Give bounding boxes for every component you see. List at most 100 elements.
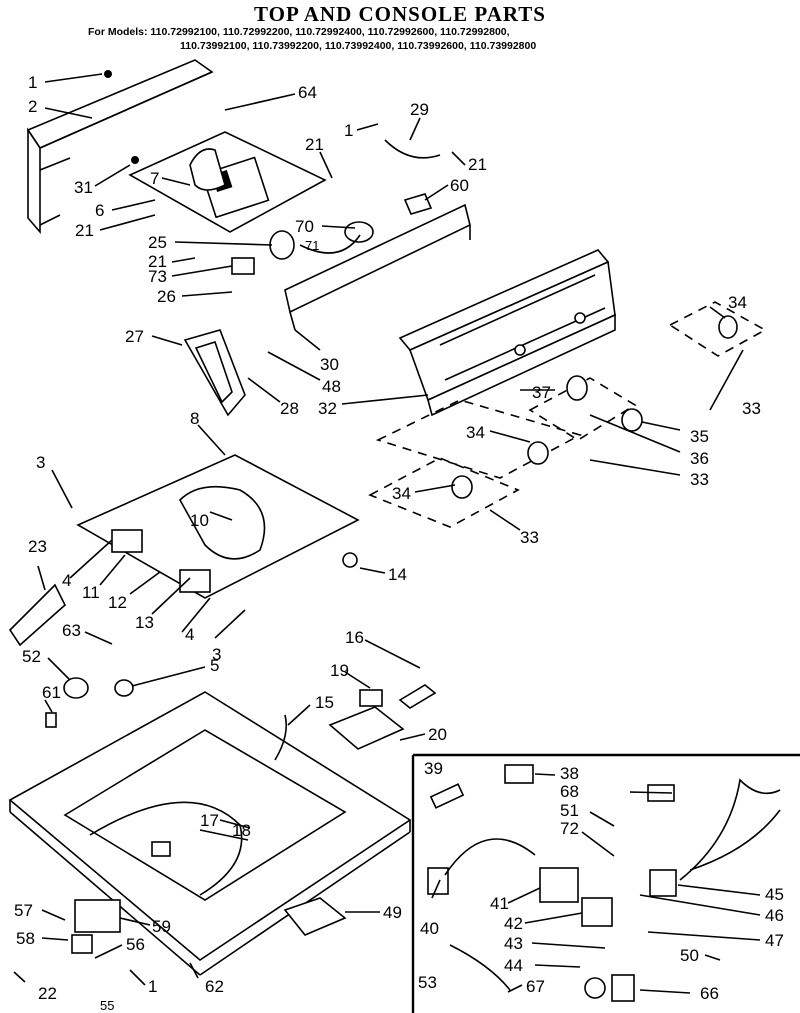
callout-18: 18 [232,821,251,840]
callout-71: 71 [305,238,319,253]
callout-46: 46 [765,906,784,925]
top-cover-plate [76,454,360,599]
callout-66: 66 [700,984,719,1003]
callout-23: 23 [28,537,47,556]
callout-31: 31 [74,178,93,197]
callout-22: 22 [38,984,57,1003]
callout-labels: 1 2 64 1 29 21 21 60 31 7 6 21 70 71 25 … [14,73,784,1013]
callout-20: 20 [428,725,447,744]
tilt-bracket [183,329,246,417]
knob-group [368,301,767,528]
callout-51: 51 [560,801,579,820]
callout-32: 32 [318,399,337,418]
model-numbers-1: 110.72992100, 110.72992200, 110.72992400… [150,26,510,38]
callout-6: 6 [95,201,104,220]
callout-17: 17 [200,811,219,830]
callout-21: 21 [305,135,324,154]
callout-58: 58 [16,929,35,948]
callout-21: 21 [148,252,167,271]
model-numbers-2: 110.73992100, 110.73992200, 110.73992400… [180,40,537,52]
callout-35: 35 [690,427,709,446]
diagram-title: TOP AND CONSOLE PARTS [254,2,546,26]
callout-1: 1 [344,121,353,140]
callout-4: 4 [185,625,194,644]
screw-icon [131,156,139,164]
callout-33: 33 [742,399,761,418]
callout-50: 50 [680,946,699,965]
callout-70: 70 [295,217,314,236]
callout-29: 29 [410,100,429,119]
lid-hinge-assembly [8,583,134,728]
callout-40: 40 [420,919,439,938]
washer-top-main-frame [8,691,412,976]
callout-13: 13 [135,613,154,632]
callout-21: 21 [468,155,487,174]
callout-28: 28 [280,399,299,418]
callout-43: 43 [504,934,523,953]
front-small-parts [71,841,347,954]
callout-63: 63 [62,621,81,640]
callout-45: 45 [765,885,784,904]
callout-53: 53 [418,973,437,992]
callout-55: 55 [100,998,114,1013]
callout-14: 14 [388,565,407,584]
callout-1: 1 [28,73,37,92]
callout-7: 7 [150,169,159,188]
callout-26: 26 [157,287,176,306]
callout-34: 34 [728,293,747,312]
timer-mount-bracket [128,131,327,233]
console-back-panel [26,59,214,235]
callout-15: 15 [315,693,334,712]
callout-52: 52 [22,647,41,666]
model-prefix: For Models: [88,26,148,38]
wiring-harness-inset [411,753,800,1013]
console-rail-assembly [231,139,471,331]
callout-1: 1 [148,977,157,996]
callout-39: 39 [424,759,443,778]
callout-3: 3 [212,645,221,664]
callout-61: 61 [42,683,61,702]
callout-25: 25 [148,233,167,252]
callout-5: 5 [210,656,219,675]
model-list-line-1: For Models: 110.72992100, 110.72992200, … [88,26,510,38]
callout-64: 64 [298,83,317,102]
callout-72: 72 [560,819,579,838]
screw-icon [104,70,112,78]
callout-33: 33 [520,528,539,547]
callout-49: 49 [383,903,402,922]
callout-48: 48 [322,377,341,396]
callout-30: 30 [320,355,339,374]
control-panel-console [398,249,616,417]
callout-41: 41 [490,894,509,913]
callout-16: 16 [345,628,364,647]
callout-4: 4 [62,571,71,590]
callout-62: 62 [205,977,224,996]
callout-34: 34 [466,423,485,442]
callout-36: 36 [690,449,709,468]
callout-44: 44 [504,956,523,975]
callout-33: 33 [690,470,709,489]
callout-12: 12 [108,593,127,612]
callout-47: 47 [765,931,784,950]
callout-8: 8 [190,409,199,428]
callout-21: 21 [75,221,94,240]
callout-67: 67 [526,977,545,996]
leader-lines [13,73,761,994]
model-list-line-2: 110.73992100, 110.73992200, 110.73992400… [180,40,536,52]
callout-73: 73 [148,267,167,286]
callout-68: 68 [560,782,579,801]
callout-42: 42 [504,914,523,933]
callout-56: 56 [126,935,145,954]
callout-38: 38 [560,764,579,783]
callout-11: 11 [82,583,100,602]
callout-59: 59 [152,917,171,936]
lid-switch-parts [274,684,437,761]
callout-57: 57 [14,901,33,920]
callout-60: 60 [450,176,469,195]
callout-19: 19 [330,661,349,680]
callout-10: 10 [190,511,209,530]
callout-34: 34 [392,484,411,503]
callout-27: 27 [125,327,144,346]
